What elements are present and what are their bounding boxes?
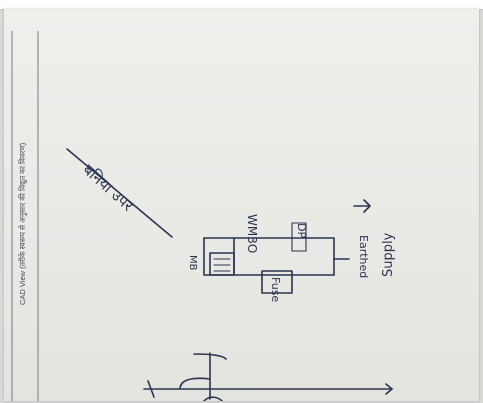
circuit-wire-right	[233, 237, 335, 276]
axis-tick-top	[193, 353, 227, 360]
handwritten-note-slanted: बनिया उपर	[79, 161, 137, 216]
margin-caption: CAD View (तरीके स्वरूप से अनुसार की विद्…	[18, 142, 27, 305]
handwritten-label-wm3o: WM3O	[245, 214, 259, 253]
handwritten-label-fuse: Fuse	[269, 277, 282, 302]
document-sheet: बनिया उपर Supply Earthed WM3O DP Fuse MB…	[4, 9, 479, 401]
axis-curve-bottom	[203, 396, 223, 401]
axis-arrow-icon	[385, 383, 393, 395]
note-underline-stroke	[66, 148, 173, 238]
meter-box-hatching	[213, 258, 231, 272]
meter-box-shape	[209, 252, 235, 276]
dp-switch-shape	[291, 222, 307, 252]
circuit-wire-left	[203, 237, 335, 276]
circuit-wire-top	[203, 237, 235, 274]
handwritten-label-mb: MB	[187, 255, 198, 271]
handwritten-label-supply: Supply	[381, 232, 396, 277]
handwritten-label-dp: DP	[295, 223, 308, 238]
pointer-arrow-icon	[353, 199, 371, 213]
axis-curve-stroke	[179, 377, 211, 390]
fuse-box-shape	[261, 270, 293, 294]
drawing-canvas: बनिया उपर Supply Earthed WM3O DP Fuse MB	[11, 31, 396, 401]
axis-origin-mark	[147, 380, 155, 398]
handwritten-label-earthed: Earthed	[357, 235, 370, 278]
